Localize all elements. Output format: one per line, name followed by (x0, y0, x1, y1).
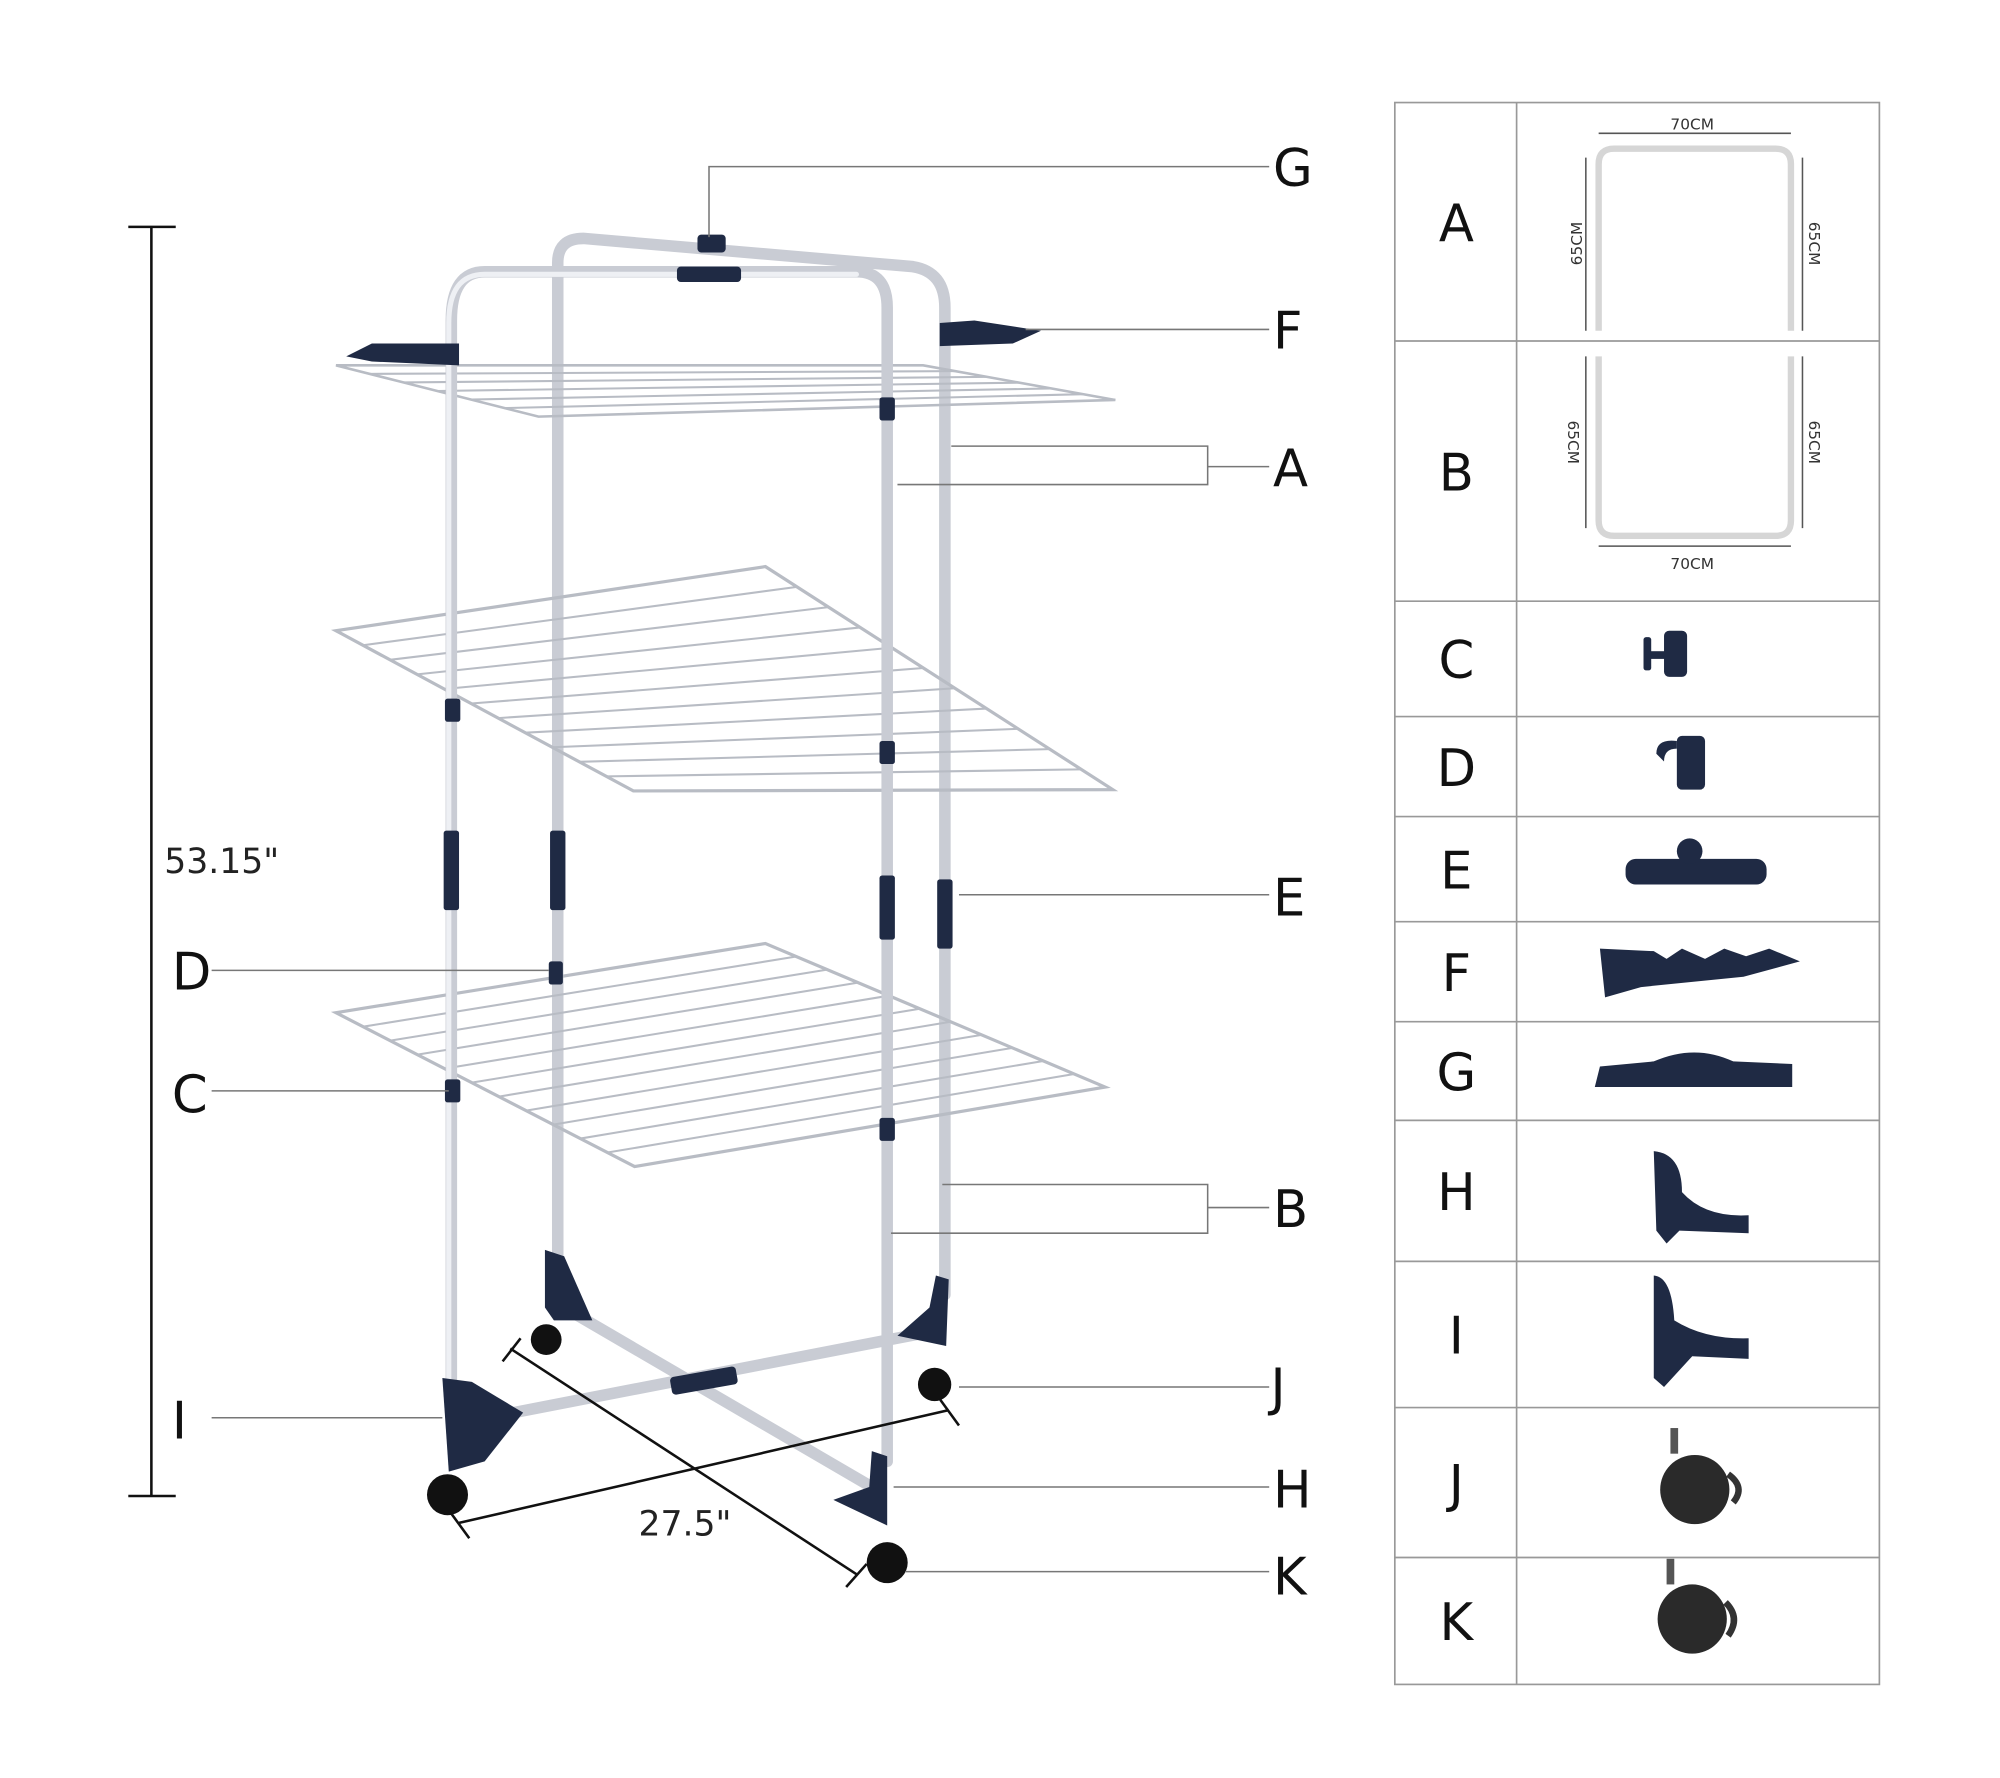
table-row-letter: D (1437, 739, 1476, 799)
table-row-letter: F (1442, 944, 1472, 1004)
shelf-wire (580, 1059, 1044, 1140)
hanger-f-image (1599, 948, 1800, 998)
table-row-letter: G (1436, 1043, 1476, 1103)
width-dimension-lines (447, 1337, 961, 1588)
shelf-wire (437, 381, 1020, 393)
shelf-wire (470, 387, 1052, 401)
shelf-wire (498, 687, 955, 720)
wheel (426, 1474, 469, 1516)
shelf-wire (444, 646, 892, 690)
middle-shelf (330, 564, 1119, 793)
wheel-j-image (1660, 1428, 1742, 1525)
frame-a-width: 70CM (1670, 115, 1714, 133)
shelf-wire (471, 1007, 920, 1084)
width-dimension-label: 27.5" (639, 1505, 732, 1545)
handle-g-image (1594, 1052, 1793, 1088)
shelf-wire (498, 1020, 951, 1098)
shelf-wire (525, 707, 987, 734)
frame-a-left-height: 65CM (1568, 222, 1586, 266)
callout-c: C (172, 1066, 208, 1126)
shelf-wire (471, 666, 924, 705)
shelf-wire (416, 626, 861, 676)
wheel-k-image (1657, 1558, 1738, 1654)
shelf-wire (553, 1046, 1013, 1126)
wheel (917, 1367, 952, 1402)
bottom-shelf (330, 941, 1111, 1169)
table-row-letter: E (1440, 841, 1472, 901)
frame-b-width: 70CM (1670, 555, 1714, 573)
wheel (530, 1324, 562, 1355)
shelf-wire (362, 955, 797, 1028)
clamp-e-image (1625, 838, 1767, 885)
frame-b-left-height: 65CM (1564, 420, 1582, 464)
callout-h: H (1273, 1461, 1312, 1521)
callout-g: G (1273, 139, 1313, 199)
table-row-letter: H (1437, 1163, 1476, 1223)
shelf-wire (417, 981, 859, 1056)
table-row-letter: C (1438, 631, 1474, 691)
shelf-wire (579, 748, 1050, 763)
shelf-wire (369, 370, 956, 375)
frame-b-image: 70CM 65CM 65CM (1564, 356, 1823, 573)
table-row-letter: J (1446, 1455, 1464, 1515)
shelf-wire (606, 768, 1082, 778)
table-row-letter: K (1440, 1593, 1475, 1653)
callout-b: B (1273, 1180, 1308, 1240)
callout-i: I (172, 1391, 187, 1451)
shelf-wire (504, 393, 1084, 410)
callout-leaders (211, 165, 1270, 1573)
foot-h-image (1653, 1151, 1749, 1244)
callout-f: F (1273, 302, 1303, 362)
table-row-letter: A (1439, 194, 1474, 254)
callout-e: E (1273, 868, 1305, 928)
wheel (866, 1542, 908, 1584)
callout-a: A (1273, 439, 1308, 499)
drying-rack (330, 232, 1119, 1584)
shelf-wire (607, 1072, 1075, 1154)
shelf-wire (525, 1033, 982, 1112)
clip-d-image (1656, 735, 1706, 790)
top-shelf (335, 364, 1116, 418)
frame-a-right-height: 65CM (1805, 222, 1823, 266)
knob-c-image (1643, 630, 1688, 677)
height-dimension-label: 53.15" (164, 842, 279, 882)
shelf-wire (403, 375, 988, 384)
frame-a-image: 70CM 65CM 65CM (1568, 115, 1823, 331)
callout-j: J (1267, 1358, 1285, 1418)
shelf-wire (552, 727, 1019, 749)
height-dimension-line (128, 225, 176, 1498)
shelf-wire (444, 994, 890, 1070)
shelf-wire (389, 606, 829, 661)
table-row-letter: I (1449, 1307, 1464, 1367)
shelf-wire (362, 585, 798, 647)
shelf-wire (390, 968, 828, 1042)
frame-b-right-height: 65CM (1805, 420, 1823, 464)
callout-d: D (172, 943, 211, 1003)
foot-i-image (1653, 1275, 1749, 1388)
table-row-letter: B (1439, 443, 1474, 503)
callout-k: K (1273, 1548, 1308, 1608)
